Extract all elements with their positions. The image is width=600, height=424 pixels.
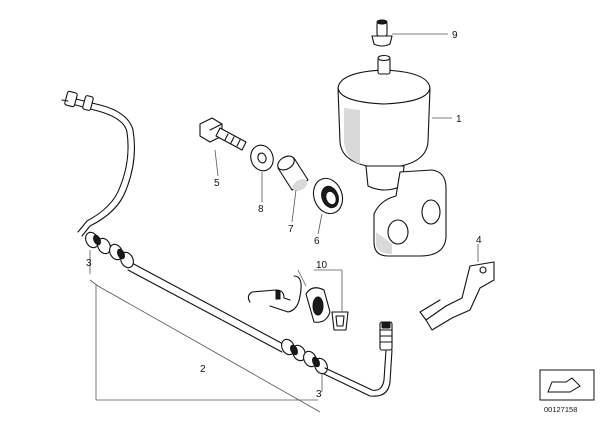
bracket [419, 261, 495, 331]
hose-clamp-set [247, 275, 349, 331]
washer [250, 144, 274, 172]
part-label-3-top: 3 [86, 258, 92, 269]
part-labels: 1 2 3 3 4 5 6 7 8 9 10 [86, 30, 482, 400]
reference-number: 00127158 [544, 405, 577, 414]
part-label-1: 1 [456, 114, 462, 125]
part-label-3-bottom: 3 [316, 389, 322, 400]
part-label-9: 9 [452, 30, 458, 41]
part-label-8: 8 [258, 204, 264, 215]
reference-box: 00127158 [539, 369, 595, 414]
part-label-7: 7 [288, 224, 294, 235]
cap [371, 19, 393, 47]
part-label-2: 2 [200, 364, 206, 375]
part-label-10: 10 [316, 260, 328, 271]
bolt [199, 117, 247, 151]
reservoir [337, 54, 447, 257]
part-label-5: 5 [214, 178, 220, 189]
part-label-4: 4 [476, 235, 482, 246]
grommet [312, 177, 344, 215]
callout-lines [89, 33, 479, 413]
arrow-icon [547, 377, 581, 393]
hydraulic-line [61, 90, 393, 397]
part-label-6: 6 [314, 236, 320, 247]
sleeve [277, 155, 309, 191]
